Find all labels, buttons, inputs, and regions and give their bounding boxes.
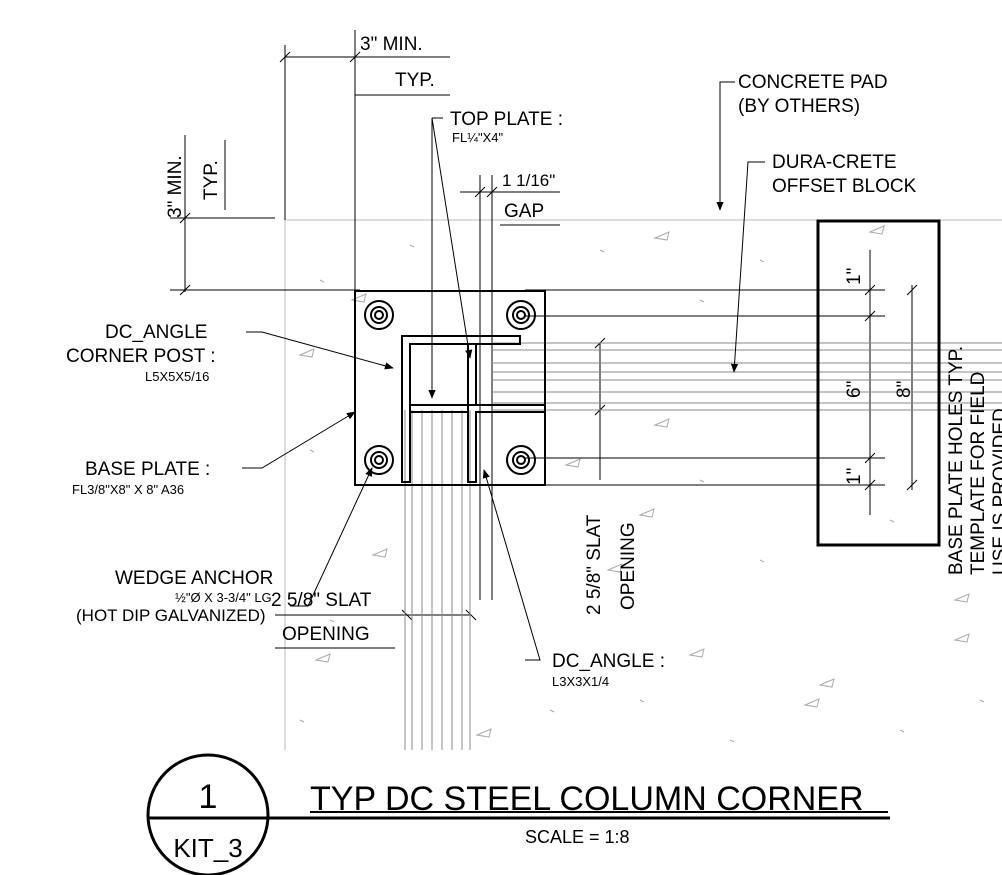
slat-horizontal (492, 342, 1002, 411)
template-note-2: TEMPLATE FOR FIELD (968, 372, 989, 575)
gap-label: GAP (504, 201, 544, 222)
base-plate-spec: FL3/8"X8" X 8" A36 (72, 482, 184, 497)
dim-top-min: 3" MIN. (360, 34, 423, 55)
template-note-3: USE IS PROVIDED (990, 408, 1002, 575)
slat-vertical (404, 410, 471, 750)
template-box (816, 219, 941, 547)
slat-vertical-label: 2 5/8" SLAT (584, 514, 605, 615)
sheet-reference: KIT_3 (173, 833, 242, 863)
leader-lines (242, 81, 765, 661)
dim-1-top: 1" (844, 268, 865, 285)
anchor-bolts (364, 300, 536, 475)
dc-angle-corner-post (401, 335, 546, 483)
top-plate-spec: FL¼"X4" (452, 130, 504, 145)
corner-post-label-2: CORNER POST : (66, 346, 216, 367)
slat-left-label: 2 5/8" SLAT (271, 590, 372, 611)
wedge-anchor-label: WEDGE ANCHOR (115, 568, 273, 589)
template-note-1: BASE PLATE HOLES TYP. (946, 346, 967, 575)
dimension-lines (170, 30, 918, 649)
dim-1-bottom: 1" (844, 468, 865, 485)
title-block: 1 KIT_3 TYP DC STEEL COLUMN CORNER SCALE… (146, 753, 890, 875)
concrete-pad-sub: (BY OTHERS) (738, 96, 860, 117)
base-plate-label: BASE PLATE : (85, 459, 210, 480)
corner-post-spec: L5X5X5/16 (145, 369, 209, 384)
dura-crete-label: DURA-CRETE (772, 152, 897, 173)
dc-angle-label: DC_ANGLE : (552, 651, 665, 672)
concrete-hatch (298, 225, 985, 743)
dim-top-typ: TYP. (395, 70, 435, 91)
top-plate-label: TOP PLATE : (450, 109, 563, 130)
dim-left-min: 3" MIN. (165, 155, 186, 218)
corner-post-label: DC_ANGLE (105, 322, 207, 343)
opening-left-label: OPENING (282, 624, 370, 645)
detail-number: 1 (199, 778, 218, 816)
opening-vertical-label: OPENING (618, 522, 639, 610)
dim-6: 6" (844, 381, 865, 398)
dim-8: 8" (894, 381, 915, 398)
gap-dimension: 1 1/16" (502, 171, 555, 190)
dim-left-typ: TYP. (201, 160, 222, 200)
wedge-anchor-note: (HOT DIP GALVANIZED) (76, 606, 266, 625)
dc-angle-spec: L3X3X1/4 (552, 674, 609, 689)
scale-label: SCALE = 1:8 (525, 827, 630, 847)
offset-block-label: OFFSET BLOCK (772, 176, 917, 197)
base-plate (354, 290, 546, 486)
concrete-pad-label: CONCRETE PAD (738, 72, 888, 93)
wedge-anchor-spec: ½"Ø X 3-3/4" LG (175, 590, 272, 605)
